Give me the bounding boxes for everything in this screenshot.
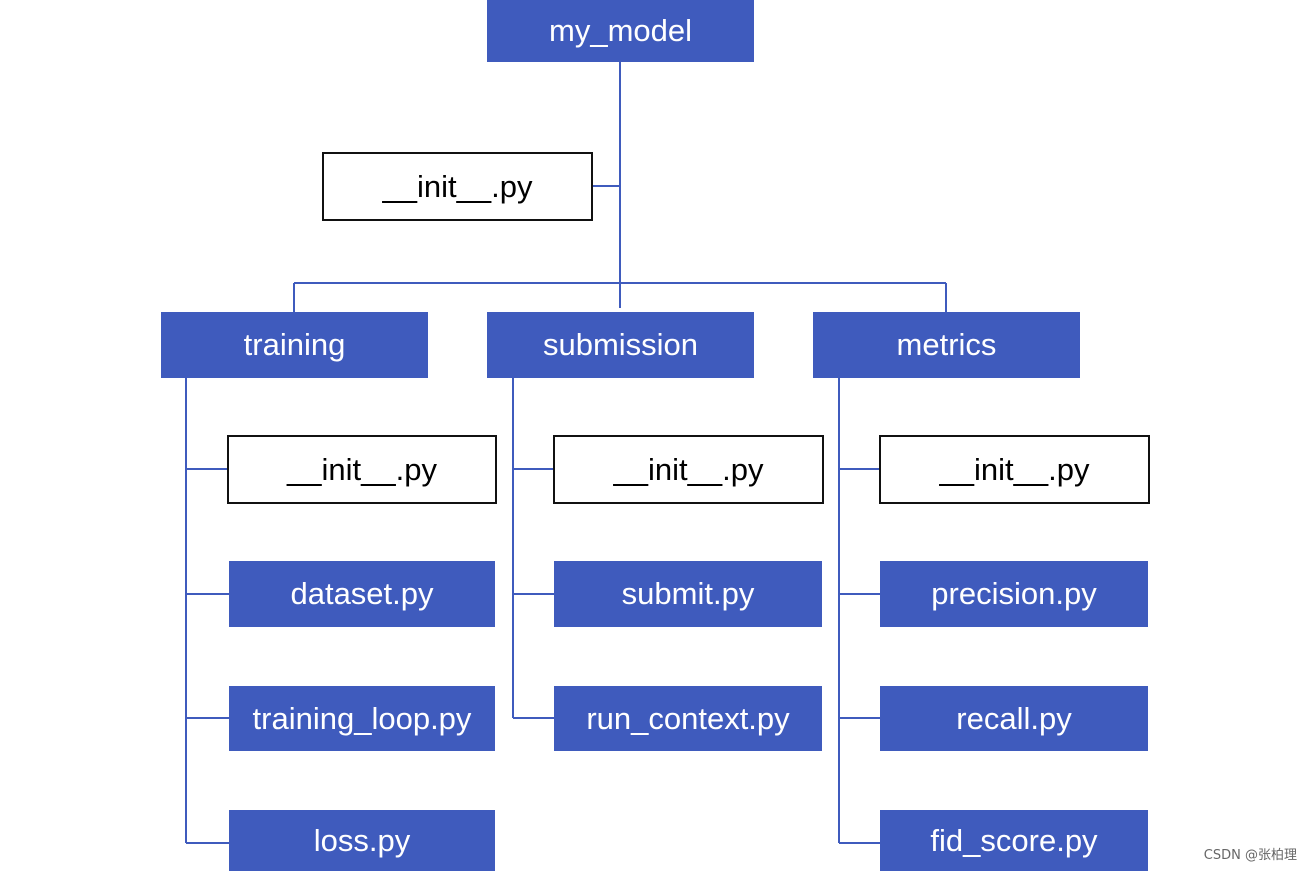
package-training: training	[161, 312, 428, 378]
submission-file-run-context: run_context.py	[554, 686, 822, 751]
training-init-file: __init__.py	[227, 435, 497, 504]
package-submission: submission	[487, 312, 754, 378]
package-metrics: metrics	[813, 312, 1080, 378]
metrics-file-fid-score: fid_score.py	[880, 810, 1148, 871]
watermark-text: CSDN @张柏理	[1203, 848, 1297, 863]
root-init-file: __init__.py	[322, 152, 593, 221]
metrics-init-file: __init__.py	[879, 435, 1150, 504]
root-package-node: my_model	[487, 0, 754, 62]
submission-file-submit: submit.py	[554, 561, 822, 627]
submission-init-file: __init__.py	[553, 435, 824, 504]
training-file-loss: loss.py	[229, 810, 495, 871]
metrics-file-precision: precision.py	[880, 561, 1148, 627]
training-file-dataset: dataset.py	[229, 561, 495, 627]
training-file-training-loop: training_loop.py	[229, 686, 495, 751]
metrics-file-recall: recall.py	[880, 686, 1148, 751]
